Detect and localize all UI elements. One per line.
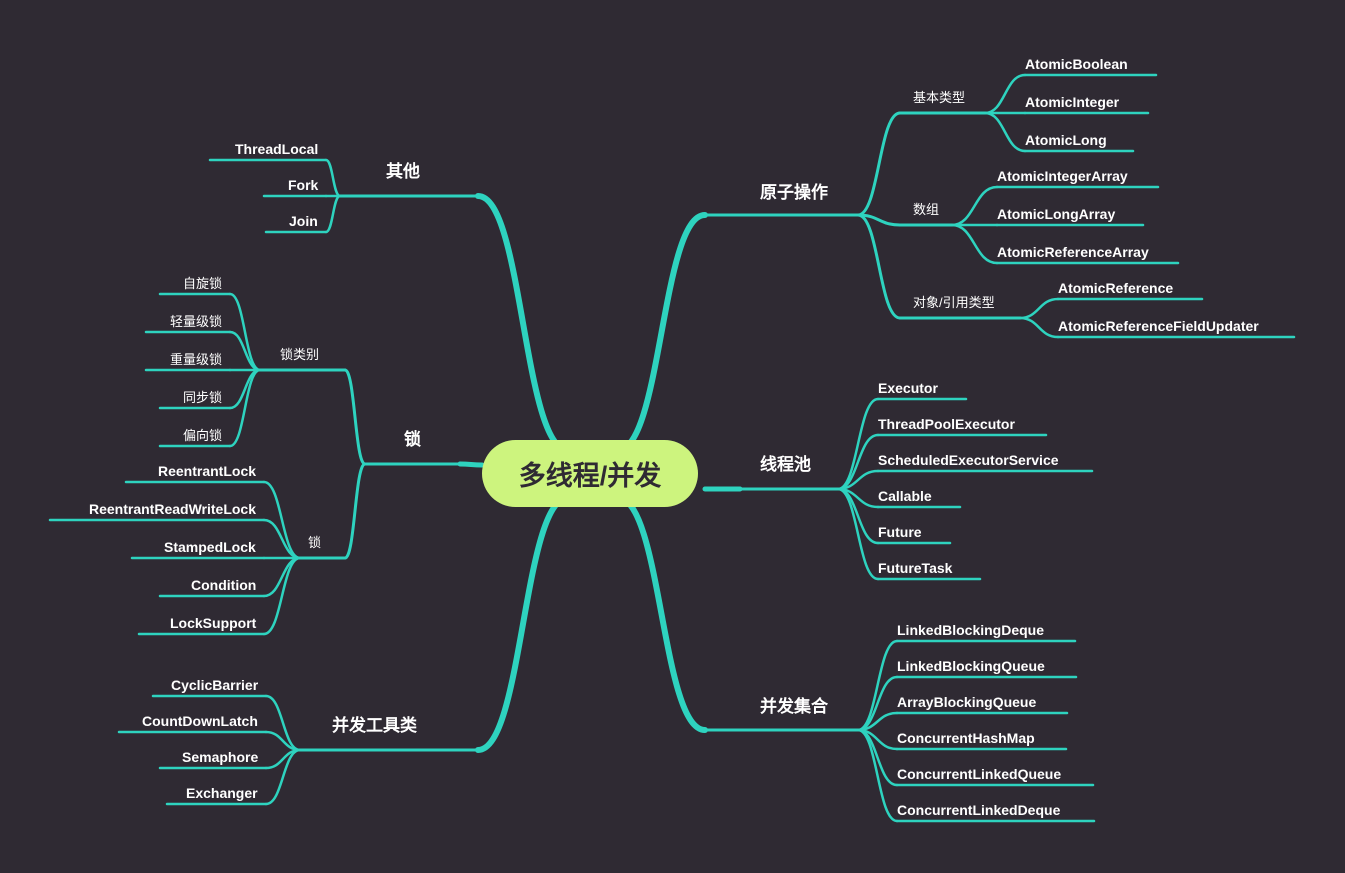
leaf-node[interactable]: Condition — [191, 577, 257, 593]
leaf-node[interactable]: 同步锁 — [183, 390, 223, 405]
leaf-node[interactable]: Fork — [288, 177, 319, 193]
leaf-node[interactable]: Semaphore — [182, 749, 259, 765]
leaf-node[interactable]: 轻量级锁 — [170, 314, 223, 329]
leaf-node[interactable]: Callable — [878, 488, 932, 504]
leaf-node[interactable]: AtomicInteger — [1025, 94, 1120, 110]
branch-connector — [983, 73, 1027, 115]
leaf-node[interactable]: AtomicReference — [1058, 280, 1174, 296]
leaf-node[interactable]: ReentrantReadWriteLock — [89, 501, 257, 517]
category-basic-types[interactable]: 基本类型 — [913, 90, 966, 105]
trunk-connector — [475, 495, 571, 753]
branch-connector — [262, 518, 302, 560]
leaf-node[interactable]: AtomicIntegerArray — [997, 168, 1128, 184]
branch-connector — [950, 223, 999, 265]
trunk-connector — [475, 193, 571, 453]
trunk-connector — [615, 212, 708, 453]
branch-connector — [1018, 297, 1060, 320]
branch-connector — [324, 194, 342, 234]
branch-connector — [856, 728, 899, 823]
leaf-node[interactable]: Executor — [878, 380, 938, 396]
trunk-connector — [615, 495, 708, 733]
leaf-node[interactable]: Join — [289, 213, 318, 229]
topic-concurrency-tools[interactable]: 并发工具类 — [332, 716, 417, 735]
branch-connector — [228, 368, 262, 448]
topic-other[interactable]: 其他 — [386, 162, 420, 181]
leaf-node[interactable]: LinkedBlockingDeque — [897, 622, 1045, 638]
topic-atomic[interactable]: 原子操作 — [760, 183, 828, 202]
central-topic-label: 多线程/并发 — [518, 461, 662, 491]
category-arrays[interactable]: 数组 — [913, 202, 940, 217]
branch-connector — [856, 111, 902, 217]
leaf-node[interactable]: AtomicLong — [1025, 132, 1107, 148]
leaf-node[interactable]: 自旋锁 — [183, 276, 223, 291]
category-object-ref[interactable]: 对象/引用类型 — [913, 295, 995, 310]
leaf-node[interactable]: LinkedBlockingQueue — [897, 658, 1045, 674]
leaf-node[interactable]: CyclicBarrier — [171, 677, 259, 693]
topic-concurrent-collections[interactable]: 并发集合 — [760, 697, 828, 716]
leaf-node[interactable]: AtomicBoolean — [1025, 56, 1128, 72]
leaf-node[interactable]: 重量级锁 — [170, 352, 223, 367]
leaf-node[interactable]: AtomicLongArray — [997, 206, 1116, 222]
leaf-node[interactable]: ThreadLocal — [235, 141, 319, 157]
leaf-node[interactable]: AtomicReferenceFieldUpdater — [1058, 318, 1259, 334]
central-topic-node[interactable]: 多线程/并发 — [482, 440, 698, 507]
branch-connector — [836, 397, 880, 491]
leaf-node[interactable]: ConcurrentHashMap — [897, 730, 1035, 746]
category-lock-types[interactable]: 锁类别 — [280, 347, 320, 362]
leaf-node[interactable]: StampedLock — [164, 539, 256, 555]
branch-connector — [856, 213, 902, 320]
branch-connector — [324, 158, 342, 198]
leaf-node[interactable]: Future — [878, 524, 922, 540]
branch-connector — [836, 487, 880, 581]
leaf-node[interactable]: CountDownLatch — [142, 713, 258, 729]
leaf-node[interactable]: 偏向锁 — [183, 428, 223, 443]
leaf-node[interactable]: ThreadPoolExecutor — [878, 416, 1015, 432]
branch-connector — [262, 556, 302, 598]
leaf-node[interactable]: ReentrantLock — [158, 463, 257, 479]
leaf-node[interactable]: ArrayBlockingQueue — [897, 694, 1037, 710]
branch-connector — [950, 185, 999, 227]
branch-connector — [343, 368, 367, 466]
category-locks[interactable]: 锁 — [308, 535, 322, 550]
branch-connector — [856, 639, 899, 732]
topic-thread-pool[interactable]: 线程池 — [760, 455, 811, 474]
leaf-node[interactable]: ConcurrentLinkedQueue — [897, 766, 1062, 782]
branch-connector — [983, 111, 1027, 153]
leaf-node[interactable]: ScheduledExecutorService — [878, 452, 1059, 468]
leaf-node[interactable]: FutureTask — [878, 560, 953, 576]
topic-lock[interactable]: 锁 — [404, 430, 421, 449]
branch-connector — [343, 462, 367, 560]
leaf-node[interactable]: LockSupport — [170, 615, 257, 631]
branch-connector — [1018, 316, 1060, 339]
leaf-node[interactable]: Exchanger — [186, 785, 258, 801]
branch-connector — [264, 748, 302, 806]
branch-connector — [262, 556, 302, 636]
leaf-node[interactable]: AtomicReferenceArray — [997, 244, 1149, 260]
leaf-node[interactable]: ConcurrentLinkedDeque — [897, 802, 1061, 818]
